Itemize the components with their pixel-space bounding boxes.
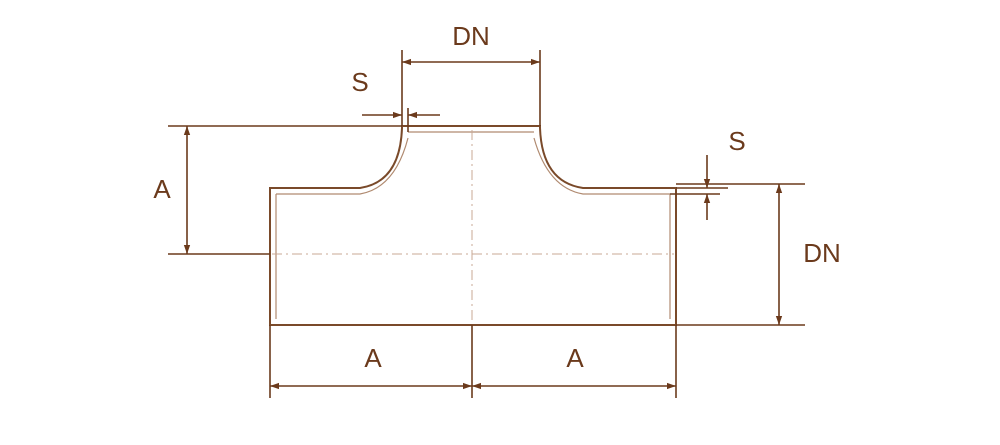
- label-dn-top: DN: [452, 21, 490, 51]
- dimension-s-right: S: [670, 126, 746, 220]
- dimension-s-top: S: [351, 67, 440, 132]
- label-s-right: S: [728, 126, 745, 156]
- dimension-dn-right: DN: [676, 183, 841, 326]
- label-s-top: S: [351, 67, 368, 97]
- dimension-dn-top: DN: [401, 21, 541, 126]
- label-a-bottom-right: A: [566, 343, 584, 373]
- label-dn-right: DN: [803, 238, 841, 268]
- tee-body: [269, 125, 677, 326]
- dimension-a-bottom: A A: [269, 325, 677, 398]
- label-a-left: A: [153, 174, 171, 204]
- dimension-a-left: A: [153, 125, 402, 255]
- label-a-bottom-left: A: [364, 343, 382, 373]
